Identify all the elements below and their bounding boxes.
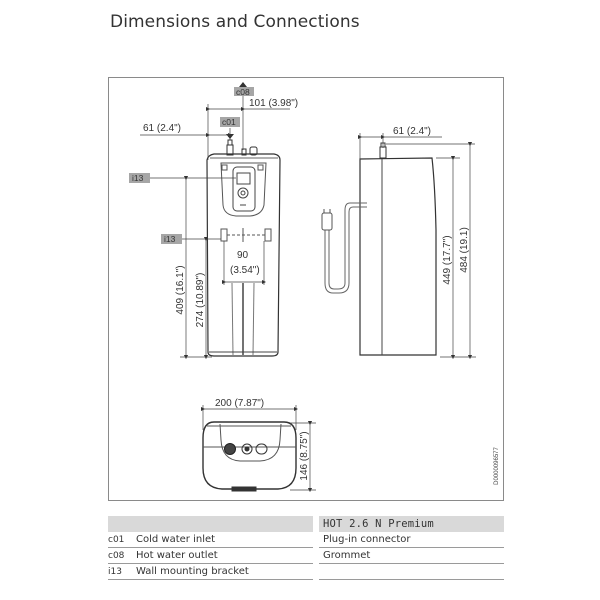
tag-i13-bottom: i13 <box>161 234 182 244</box>
tag-i13-top: i13 <box>129 173 150 183</box>
legend-header-product: HOT 2.6 N Premium <box>319 516 504 532</box>
svg-text:c01: c01 <box>222 117 236 127</box>
legend-value: Grommet <box>319 548 504 564</box>
front-view <box>206 139 281 357</box>
svg-text:i13: i13 <box>164 234 176 244</box>
legend-value: Plug-in connector <box>319 532 504 548</box>
legend-code: c01 <box>108 535 125 545</box>
dim-total-height: 484 (19.1) <box>459 227 470 273</box>
dim-bottom-bracket-height: 274 (10.89") <box>195 273 206 328</box>
dim-outlet-offset: 101 (3.98") <box>249 98 298 109</box>
legend-code: i13 <box>108 567 122 577</box>
side-view-dimensions <box>357 133 476 360</box>
bottom-view <box>202 421 297 492</box>
document-id: D0000096577 <box>494 446 500 484</box>
svg-text:c08: c08 <box>236 87 250 97</box>
legend-label: Cold water inlet <box>136 534 216 545</box>
bottom-view-dimensions <box>200 405 316 493</box>
legend-label: Hot water outlet <box>136 550 218 561</box>
tag-c08: c08 <box>234 87 254 97</box>
legend-row: i13 Wall mounting bracket <box>108 564 504 580</box>
dim-inlet-offset-side: 61 (2.4") <box>393 126 431 137</box>
dim-bracket-spacing-mm: 90 <box>237 250 249 261</box>
legend-label: Wall mounting bracket <box>136 566 249 577</box>
dim-bottom-width: 200 (7.87") <box>215 398 264 409</box>
legend-value <box>319 564 504 580</box>
dim-top-bracket-height: 409 (16.1") <box>175 265 186 314</box>
legend-row: c01 Cold water inlet Plug-in connector <box>108 532 504 548</box>
legend-row: c08 Hot water outlet Grommet <box>108 548 504 564</box>
legend-table: HOT 2.6 N Premium c01 Cold water inlet P… <box>108 516 504 580</box>
legend-code: c08 <box>108 551 125 561</box>
page-title: Dimensions and Connections <box>110 12 360 32</box>
dim-body-height: 449 (17.7") <box>442 235 453 284</box>
svg-text:i13: i13 <box>132 173 144 183</box>
legend-header-left <box>108 516 313 532</box>
legend-header: HOT 2.6 N Premium <box>108 516 504 532</box>
front-view-dimensions <box>140 82 290 360</box>
dim-bottom-depth: 146 (8.75") <box>299 431 310 480</box>
dim-bracket-spacing-in: (3.54") <box>230 265 260 276</box>
dim-inlet-offset-front: 61 (2.4") <box>143 123 181 134</box>
drawing-frame <box>108 77 504 501</box>
tag-c01: c01 <box>220 117 240 127</box>
side-view <box>321 142 437 356</box>
